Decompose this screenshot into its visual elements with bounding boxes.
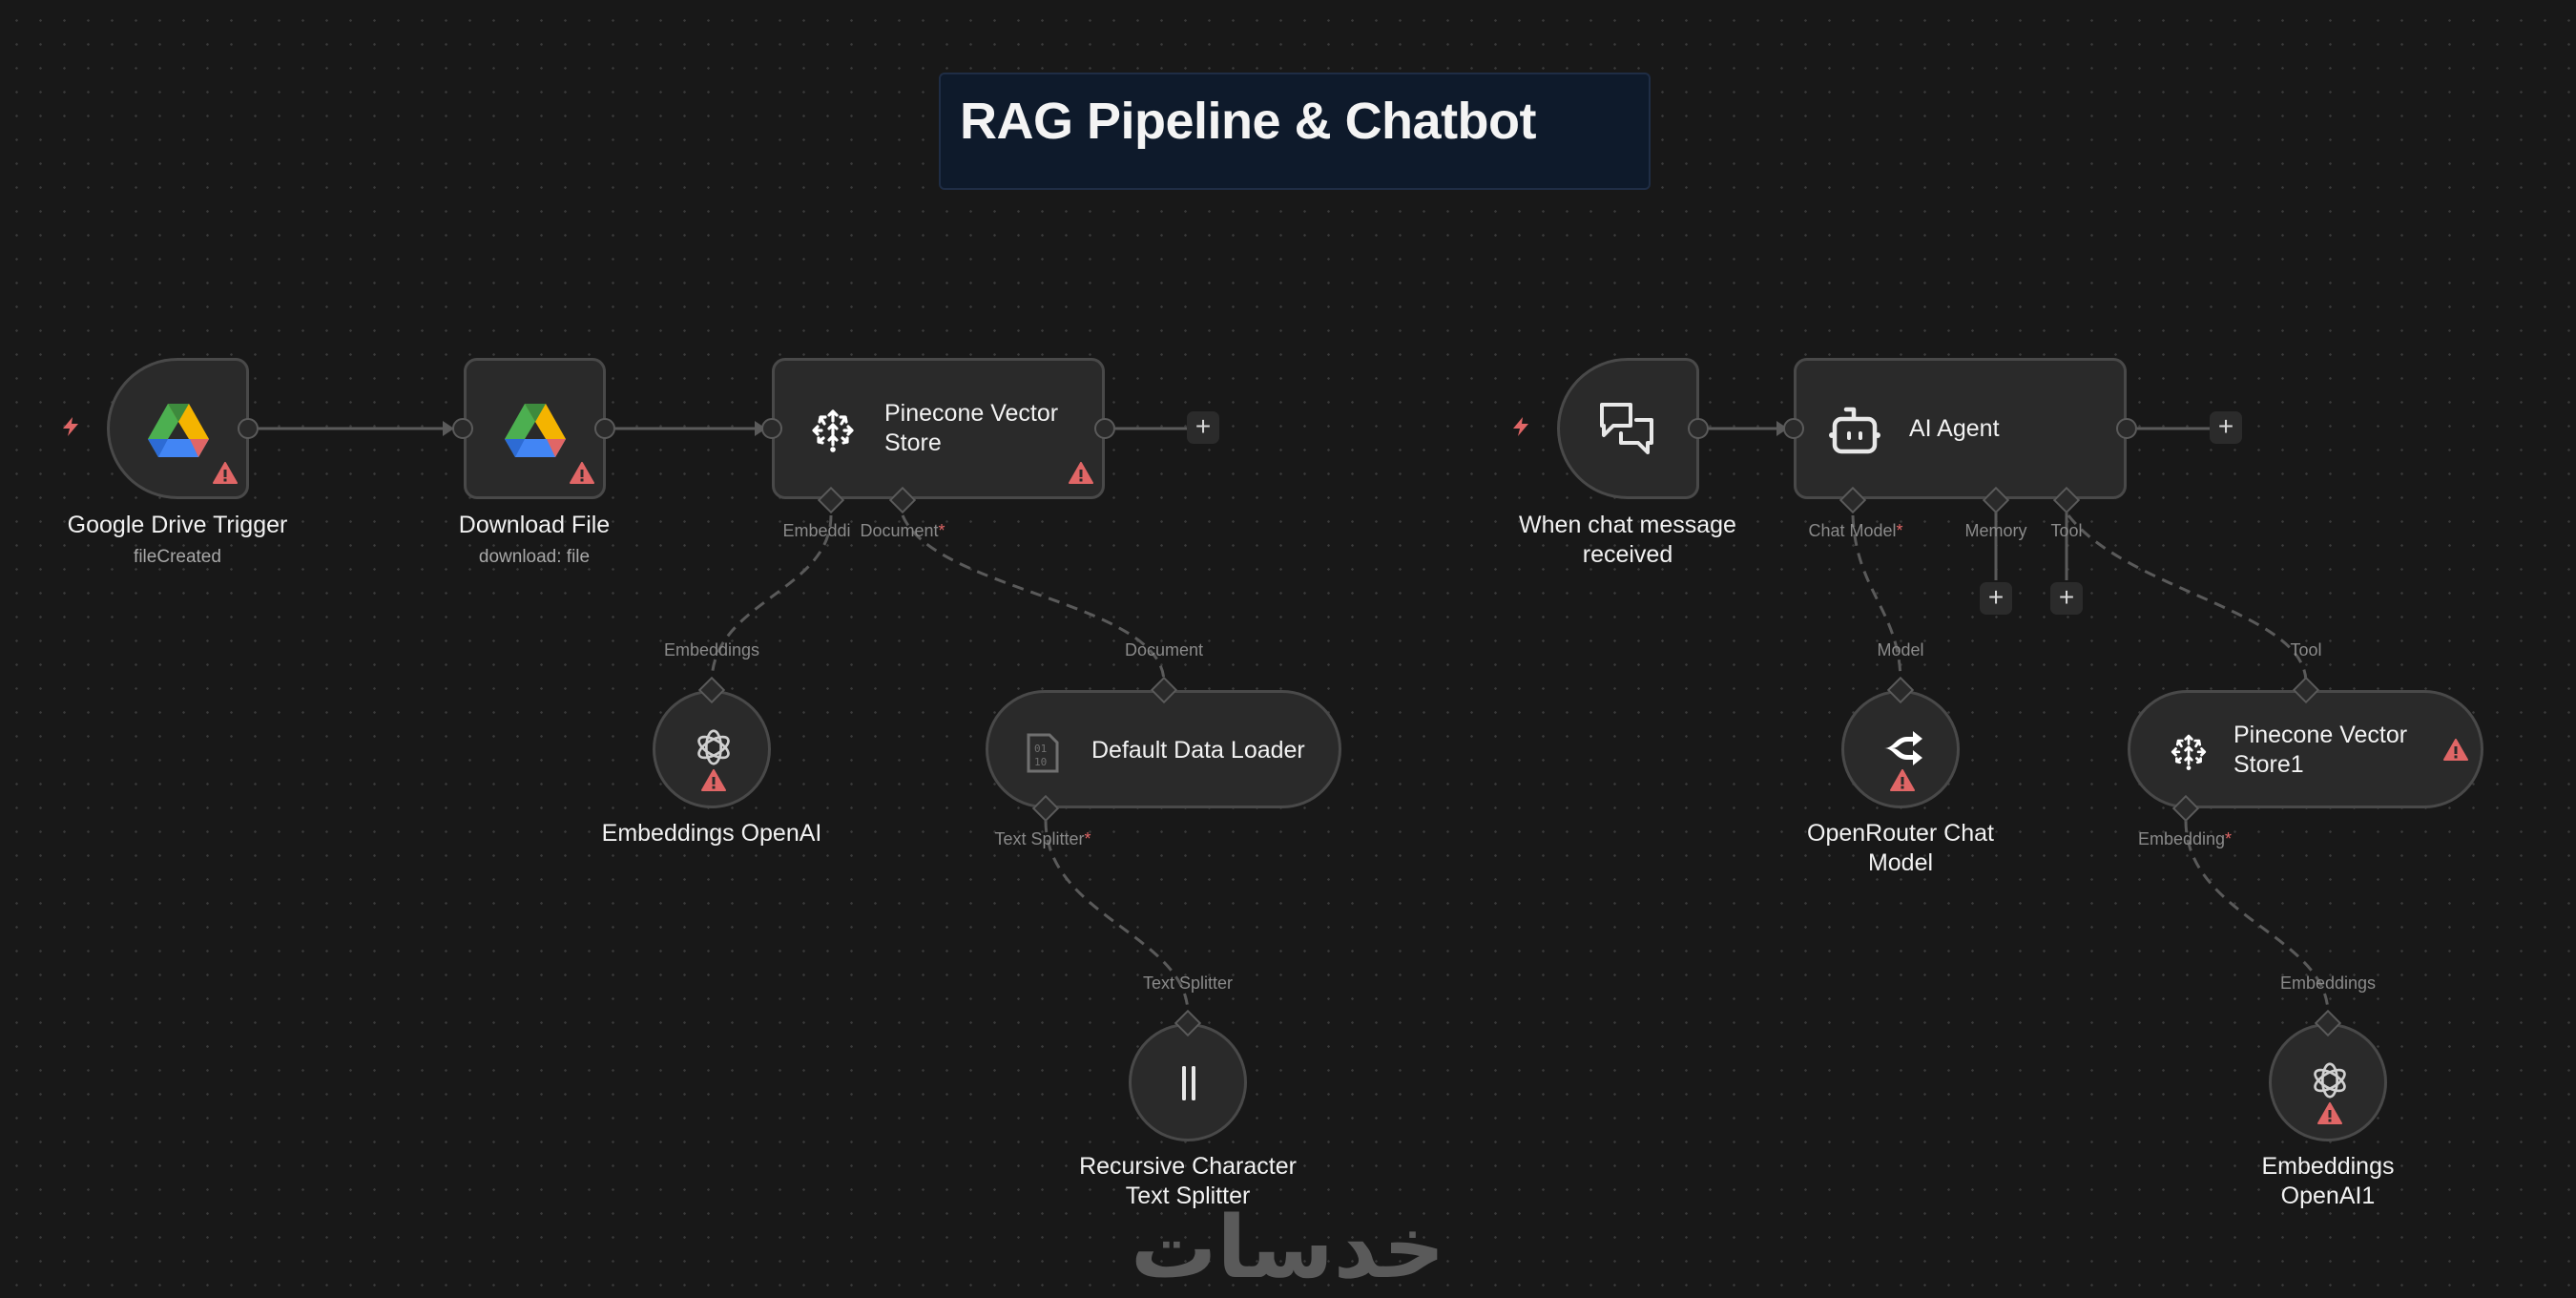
binary-file-icon: 01 10	[1027, 733, 1059, 773]
node-default-data-loader[interactable]: 01 10 Default Data Loader	[986, 690, 1341, 808]
node-download-file[interactable]	[464, 358, 606, 499]
node-title: Google Drive Trigger	[67, 512, 288, 538]
chat-icon	[1600, 403, 1653, 454]
add-node-button[interactable]: +	[2210, 411, 2242, 444]
node-pinecone-vector-store[interactable]: Pinecone Vector Store	[772, 358, 1105, 499]
robot-icon	[1829, 407, 1880, 454]
trigger-bolt-icon	[63, 417, 78, 436]
svg-text:01: 01	[1034, 743, 1047, 755]
warning-icon[interactable]	[213, 462, 238, 485]
port-label: Embeddings	[663, 640, 760, 659]
port-label-text: Chat Model	[1808, 521, 1897, 540]
node-title-line1: When chat message	[1519, 512, 1736, 538]
add-node-button[interactable]: +	[1187, 411, 1219, 444]
required-marker: *	[1896, 521, 1903, 540]
port-label: Embeddings	[2279, 974, 2377, 993]
pinecone-icon	[812, 409, 854, 452]
warning-icon[interactable]	[1890, 769, 1915, 792]
openai-icon	[2314, 1062, 2346, 1099]
node-title-line2: Store1	[2233, 751, 2304, 778]
port-label-tool: Tool	[2050, 521, 2083, 540]
node-title: Embeddings OpenAI	[601, 820, 822, 847]
sticky-note[interactable]: RAG Pipeline & Chatbot	[939, 73, 1651, 190]
node-ai-agent[interactable]: AI Agent	[1794, 358, 2127, 499]
edge-loader-to-pinecone[interactable]	[901, 514, 1166, 683]
openai-icon	[697, 729, 730, 765]
port-label-text-splitter: Text Splitter*	[994, 829, 1091, 849]
node-title-line1: Recursive Character	[1079, 1153, 1297, 1180]
svg-text:10: 10	[1034, 756, 1047, 768]
edge-embeddings1-to-pinecone1[interactable]	[2184, 820, 2330, 1015]
node-google-drive-trigger[interactable]	[107, 358, 249, 499]
output-handle[interactable]	[1094, 418, 1115, 439]
edge-splitter-to-loader[interactable]	[1044, 820, 1190, 1015]
input-handle[interactable]	[761, 418, 782, 439]
required-marker: *	[938, 521, 945, 540]
node-embeddings-openai1[interactable]	[2269, 1023, 2387, 1141]
node-recursive-text-splitter[interactable]	[1129, 1023, 1247, 1141]
node-title-line1: Pinecone Vector	[2233, 722, 2408, 748]
node-subtitle: download: file	[478, 547, 591, 567]
edge-pinecone1-to-agent-tool[interactable]	[2067, 514, 2308, 683]
node-title: Download File	[458, 512, 611, 538]
arrow-head	[443, 421, 454, 436]
node-title: Default Data Loader	[1091, 737, 1305, 764]
port-label-chat-model: Chat Model*	[1808, 521, 1902, 541]
warning-icon[interactable]	[701, 769, 726, 792]
node-title-line1: Embeddings	[2261, 1153, 2395, 1180]
port-label-embedding: Embedding*	[2138, 829, 2232, 849]
port-label-text: Text Splitter	[994, 829, 1085, 848]
node-title-line2: Text Splitter	[1125, 1183, 1251, 1209]
node-embeddings-openai[interactable]	[653, 690, 771, 808]
required-marker: *	[1084, 829, 1091, 848]
output-handle[interactable]	[238, 418, 259, 439]
warning-icon[interactable]	[2317, 1102, 2342, 1125]
required-marker: *	[2225, 829, 2233, 848]
add-memory-button[interactable]: +	[1980, 582, 2012, 615]
warning-icon[interactable]	[570, 462, 594, 485]
text-splitter-icon	[1182, 1066, 1195, 1100]
output-handle[interactable]	[1688, 418, 1709, 439]
node-title-line2: received	[1582, 541, 1673, 568]
node-title-line1: Pinecone Vector	[884, 400, 1059, 427]
port-label-text: Document	[860, 521, 939, 540]
port-label: Document	[1124, 640, 1204, 659]
trigger-bolt-icon	[1513, 417, 1528, 436]
openrouter-icon	[1884, 731, 1922, 765]
port-label: Text Splitter	[1142, 974, 1234, 993]
node-title-line2: Model	[1867, 849, 1934, 876]
google-drive-icon	[148, 404, 209, 457]
pinecone-icon	[2171, 734, 2207, 770]
node-openrouter-chat-model[interactable]	[1841, 690, 1960, 808]
port-label: Model	[1877, 640, 1924, 659]
add-tool-button[interactable]: +	[2050, 582, 2083, 615]
port-label-document: Document*	[860, 521, 945, 541]
arrow-head	[1776, 421, 1788, 436]
node-title: AI Agent	[1909, 415, 2000, 442]
port-label-text: Embedding	[2137, 829, 2226, 848]
warning-icon[interactable]	[1069, 462, 1093, 485]
watermark-logo: خدسات	[1131, 1198, 1445, 1298]
node-title-line2: OpenAI1	[2280, 1183, 2376, 1209]
node-chat-trigger[interactable]	[1557, 358, 1699, 499]
output-handle[interactable]	[594, 418, 615, 439]
arrow-head	[755, 421, 766, 436]
node-title-line1: OpenRouter Chat	[1807, 820, 1994, 847]
output-handle[interactable]	[2116, 418, 2137, 439]
sticky-title: RAG Pipeline & Chatbot	[960, 93, 1537, 150]
warning-icon[interactable]	[2443, 739, 2468, 762]
input-handle[interactable]	[452, 418, 473, 439]
node-pinecone-vector-store1[interactable]: Pinecone Vector Store1	[2128, 690, 2483, 808]
port-label: Tool	[2290, 640, 2322, 659]
port-label-embedding: Embeddi	[782, 521, 851, 540]
google-drive-icon	[505, 404, 566, 457]
port-label-memory: Memory	[1964, 521, 2027, 540]
input-handle[interactable]	[1783, 418, 1804, 439]
edge-openrouter-to-agent[interactable]	[1851, 514, 1902, 683]
edge-embeddings-to-pinecone[interactable]	[710, 514, 833, 683]
node-title-line2: Store	[884, 429, 942, 456]
node-subtitle: fileCreated	[134, 547, 221, 567]
